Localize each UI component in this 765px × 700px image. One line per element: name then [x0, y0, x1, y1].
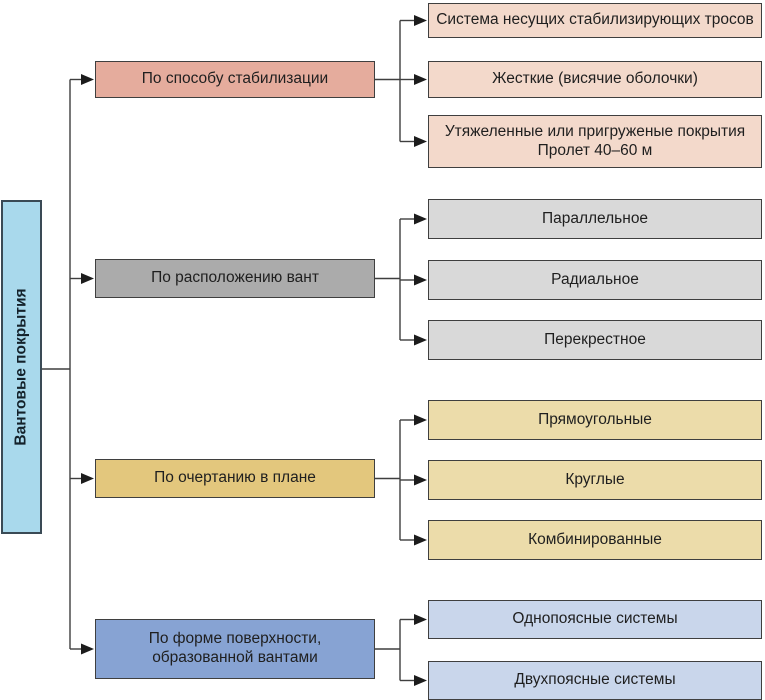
category-surface-form: По форме поверхности, образованной ванта…	[95, 619, 375, 679]
leaf-crosswise: Перекрестное	[428, 320, 762, 360]
root-node-label: Вантовые покрытия	[12, 288, 30, 446]
leaf-weighted-coverings: Утяжеленные или пригруженые покрытия Про…	[428, 115, 762, 168]
root-node-cable-roofs: Вантовые покрытия	[1, 200, 42, 534]
leaf-rectangular: Прямоугольные	[428, 400, 762, 440]
leaf-single-belt-systems: Однопоясные системы	[428, 600, 762, 639]
category-plan-outline: По очертанию в плане	[95, 459, 375, 498]
leaf-stabilizing-cable-system: Система несущих стабилизирующих тросов	[428, 3, 762, 38]
category-cable-arrangement: По расположению вант	[95, 259, 375, 298]
leaf-combined: Комбинированные	[428, 520, 762, 560]
category-stabilization-method: По способу стабилизации	[95, 61, 375, 98]
leaf-radial: Радиальное	[428, 260, 762, 300]
leaf-double-belt-systems: Двухпоясные системы	[428, 661, 762, 700]
leaf-round: Круглые	[428, 460, 762, 500]
leaf-rigid-hanging-shells: Жесткие (висячие оболочки)	[428, 61, 762, 98]
leaf-parallel: Параллельное	[428, 199, 762, 239]
